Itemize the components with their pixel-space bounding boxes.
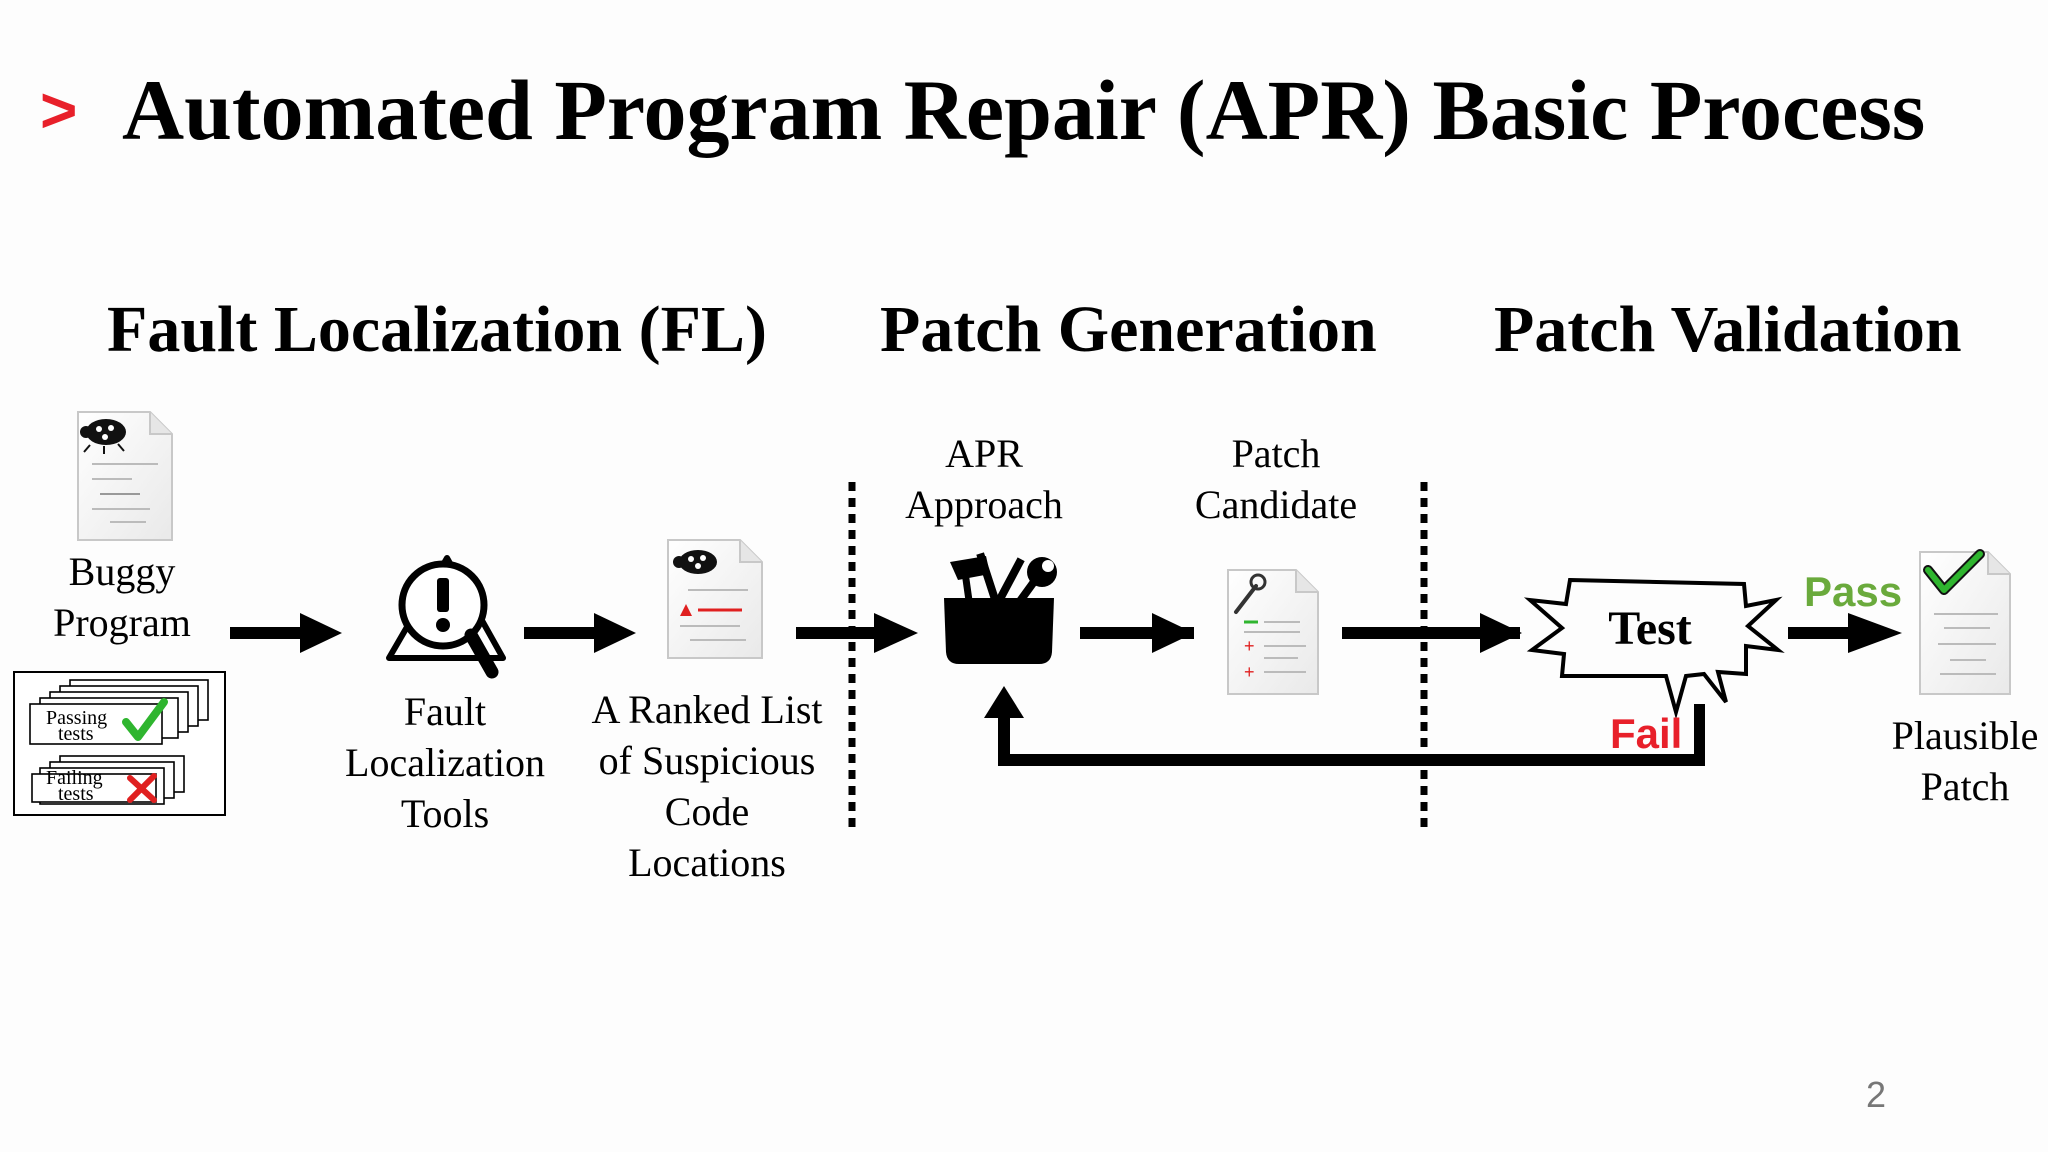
toolbox-icon — [944, 552, 1057, 664]
bug-document-icon — [77, 411, 173, 541]
test-suite-box — [13, 671, 226, 816]
svg-text:+: + — [1244, 662, 1255, 682]
arrow-test-to-plausible — [1788, 613, 1902, 653]
patch-candidate-label: Patch Candidate — [1194, 431, 1358, 527]
flow-arrows — [230, 613, 1902, 766]
passing-tests-stack — [29, 679, 209, 745]
phase-fault-localization: Fault Localization (FL) — [107, 293, 767, 366]
arrow-fail-feedback — [984, 686, 1705, 766]
ranked-list-document-icon — [667, 539, 763, 659]
check-icon — [122, 698, 168, 741]
fault-localization-tools-label: Fault Localization Tools — [345, 689, 545, 836]
warning-magnifier-icon — [386, 555, 506, 679]
cross-icon — [127, 773, 157, 803]
svg-text:+: + — [1244, 636, 1255, 656]
page-number: 2 — [1866, 1074, 1887, 1115]
arrow-buggy-to-tools — [230, 613, 342, 653]
apr-approach-label: APR Approach — [905, 431, 1063, 527]
pass-label: Pass — [1804, 568, 1902, 615]
ranked-list-label: A Ranked List of Suspicious Code Locatio… — [591, 687, 823, 885]
slide-title: Automated Program Repair (APR) Basic Pro… — [122, 62, 1926, 158]
passing-tests-label-line2: tests — [58, 723, 94, 745]
title-marker: > — [40, 74, 78, 146]
wrench-icon — [1234, 573, 1267, 614]
patch-document-icon: + + — [1227, 569, 1319, 695]
test-label: Test — [1608, 602, 1692, 655]
arrow-candidate-to-test — [1342, 613, 1522, 653]
check-document-icon — [1919, 549, 2011, 695]
arrow-ranked-list-to-apr — [796, 613, 918, 653]
failing-tests-label-line1: Failing — [46, 767, 103, 789]
arrow-tools-to-ranked-list — [524, 613, 636, 653]
fail-label: Fail — [1610, 710, 1682, 757]
passing-tests-label-line1: Passing — [46, 707, 107, 729]
phase-patch-generation: Patch Generation — [880, 293, 1377, 366]
buggy-program-label: Buggy Program — [53, 549, 191, 645]
plausible-patch-label: Plausible Patch — [1891, 713, 2039, 809]
arrow-apr-to-candidate — [1080, 613, 1194, 653]
test-burst-icon — [1523, 577, 1785, 720]
phase-patch-validation: Patch Validation — [1494, 293, 1962, 366]
failing-tests-label-line2: tests — [58, 783, 94, 805]
